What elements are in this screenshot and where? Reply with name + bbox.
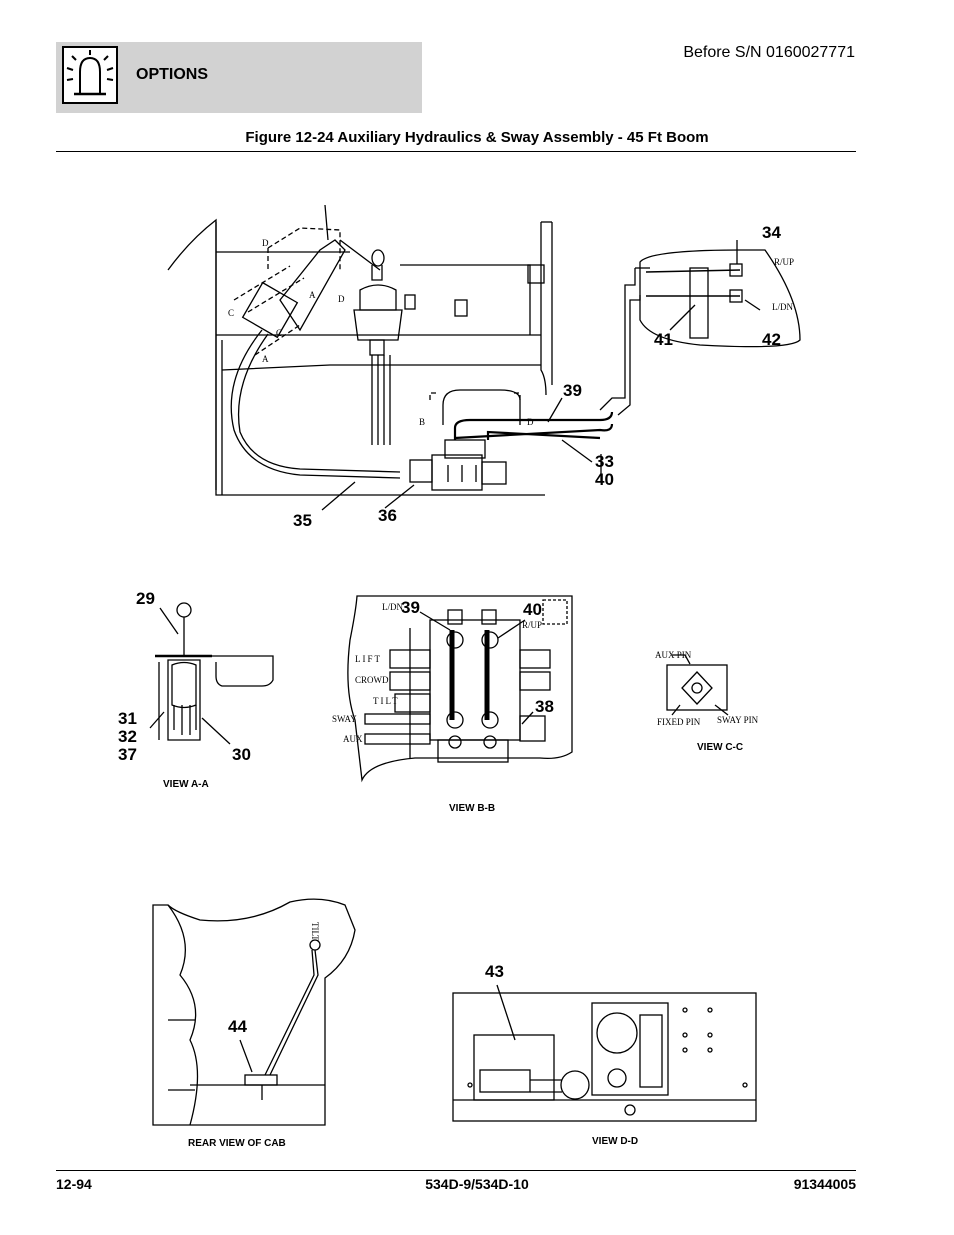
label-aux: AUX — [343, 734, 363, 744]
label-fixed-pin: FIXED PIN — [657, 717, 701, 727]
callout-30: 30 — [232, 745, 251, 764]
caption-view-bb: VIEW B-B — [449, 803, 495, 814]
callout-32: 32 — [118, 727, 137, 746]
section-letter-c: C — [228, 308, 234, 318]
caption-rear-view: REAR VIEW OF CAB — [188, 1138, 286, 1149]
view-dd-drawing — [452, 984, 757, 1122]
callout-41: 41 — [654, 330, 673, 349]
caption-view-aa: VIEW A-A — [163, 779, 209, 790]
callout-39: 39 — [401, 598, 420, 617]
document-number: 91344005 — [793, 1176, 856, 1192]
footer-rule — [56, 1170, 856, 1171]
view-cc-drawing — [666, 654, 729, 716]
view-bb-drawing — [347, 595, 573, 783]
label-lift: LIFT — [355, 654, 382, 664]
label-rup: R/UP — [522, 620, 542, 630]
label-ldn: L/DN — [772, 302, 793, 312]
serial-number: Before S/N 0160027771 — [683, 44, 855, 61]
section-letter-b: B — [419, 417, 425, 427]
page-number: 12-94 — [56, 1176, 92, 1192]
callout-29: 29 — [136, 589, 155, 608]
label-ldn: L/DN — [382, 602, 403, 612]
section-letter-d: D — [262, 238, 269, 248]
callout-39: 39 — [563, 381, 582, 400]
label-tilt: TILT — [373, 696, 400, 706]
label-crowd: CROWD — [355, 675, 389, 685]
callout-36: 36 — [378, 506, 397, 525]
callout-40: 40 — [523, 600, 542, 619]
label-sway-pin: SWAY PIN — [717, 715, 759, 725]
view-aa-drawing — [149, 602, 274, 745]
header-rule — [56, 151, 856, 152]
section-letter-a: A — [262, 354, 269, 364]
section-letter-d: D — [527, 417, 534, 427]
callout-37: 37 — [118, 745, 137, 764]
callout-33: 33 — [595, 452, 614, 471]
label-sway: SWAY — [332, 714, 357, 724]
beacon-light-icon — [62, 46, 118, 104]
section-letter-d: D — [338, 294, 345, 304]
figure-title: Figure 12-24 Auxiliary Hydraulics & Sway… — [245, 129, 709, 146]
callout-44: 44 — [228, 1017, 247, 1036]
model-number: 534D-9/534D-10 — [425, 1176, 529, 1192]
label-tilt: TILT — [310, 922, 320, 941]
section-title: OPTIONS — [136, 66, 209, 83]
section-letter-a: A — [309, 290, 316, 300]
main-assembly-view — [167, 204, 801, 511]
section-letter-c: C — [276, 328, 282, 338]
callout-35: 35 — [293, 511, 312, 530]
caption-view-dd: VIEW D-D — [592, 1136, 638, 1147]
label-rup: R/UP — [774, 257, 794, 267]
callout-38: 38 — [535, 697, 554, 716]
rear-view-drawing — [152, 898, 356, 1126]
callout-43: 43 — [485, 962, 504, 981]
callout-40: 40 — [595, 470, 614, 489]
label-aux-pin: AUX PIN — [655, 650, 692, 660]
callout-42: 42 — [762, 330, 781, 349]
caption-view-cc: VIEW C-C — [697, 742, 743, 753]
callout-31: 31 — [118, 709, 137, 728]
callout-34: 34 — [762, 223, 781, 242]
